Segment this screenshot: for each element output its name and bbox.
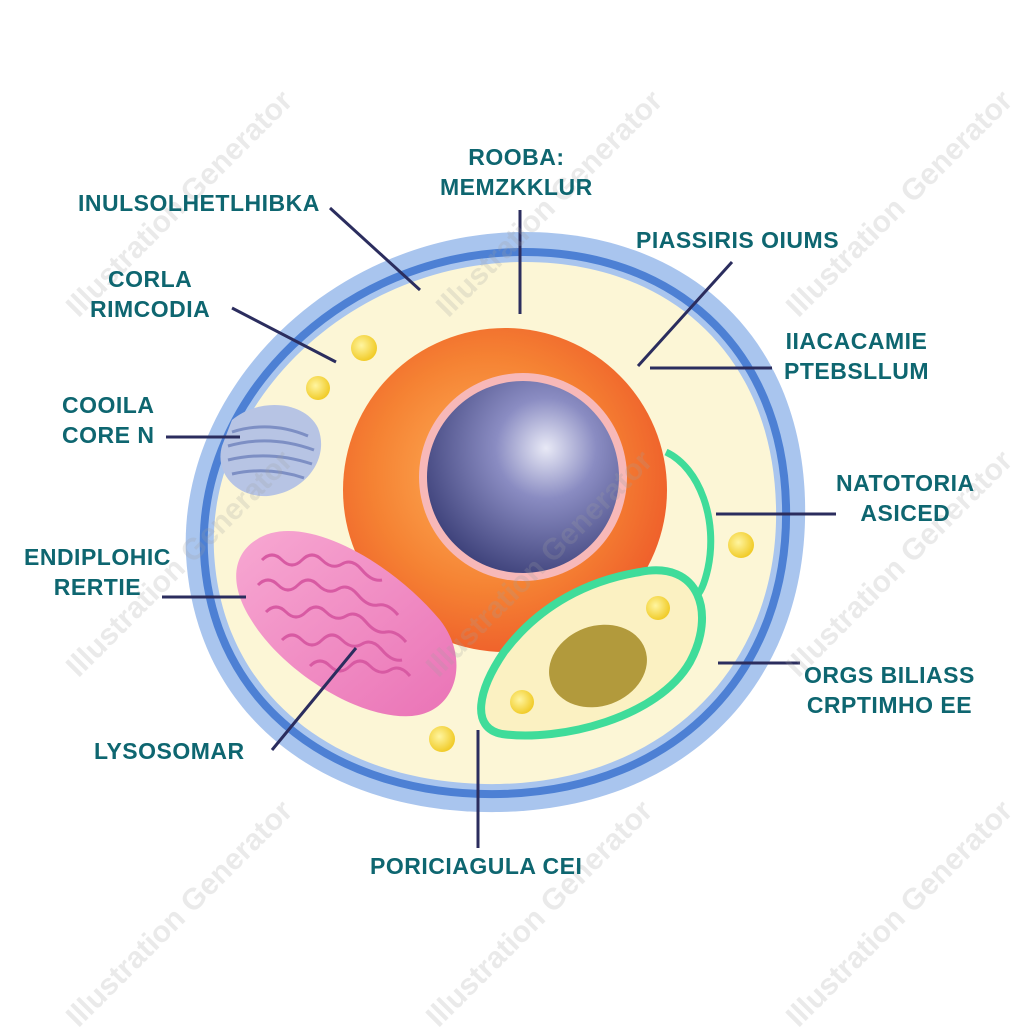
golgi-apparatus: [220, 405, 322, 497]
label-natotoria: NATOTORIA ASICED: [836, 470, 975, 526]
label-endiplohic: ENDIPLOHIC RERTIE: [24, 544, 171, 600]
label-iiacacamie: IIACACAMIE PTEBSLLUM: [784, 328, 930, 384]
mitochondrion: [236, 531, 457, 717]
label-bottom: PORICIAGULA CEI: [370, 853, 583, 879]
label-top-center: ROOBA: MEMZKKLUR: [440, 144, 593, 200]
label-top-left: INULSOLHETLHIBKA: [78, 190, 320, 216]
granules: [306, 335, 754, 752]
label-corla: CORLA RIMCODIA: [90, 266, 211, 322]
label-lysosomar: LYSOSOMAR: [94, 738, 245, 764]
label-cooila: COOILA CORE N: [62, 392, 155, 448]
label-orgs: ORGS BILIASS CRPTIMHO EE: [804, 662, 975, 718]
leader-lines: [162, 206, 836, 848]
membrane-inner-line: [199, 247, 791, 799]
label-piassiris: PIASSIRIS OIUMS: [636, 227, 840, 253]
nucleolus: [427, 381, 619, 573]
